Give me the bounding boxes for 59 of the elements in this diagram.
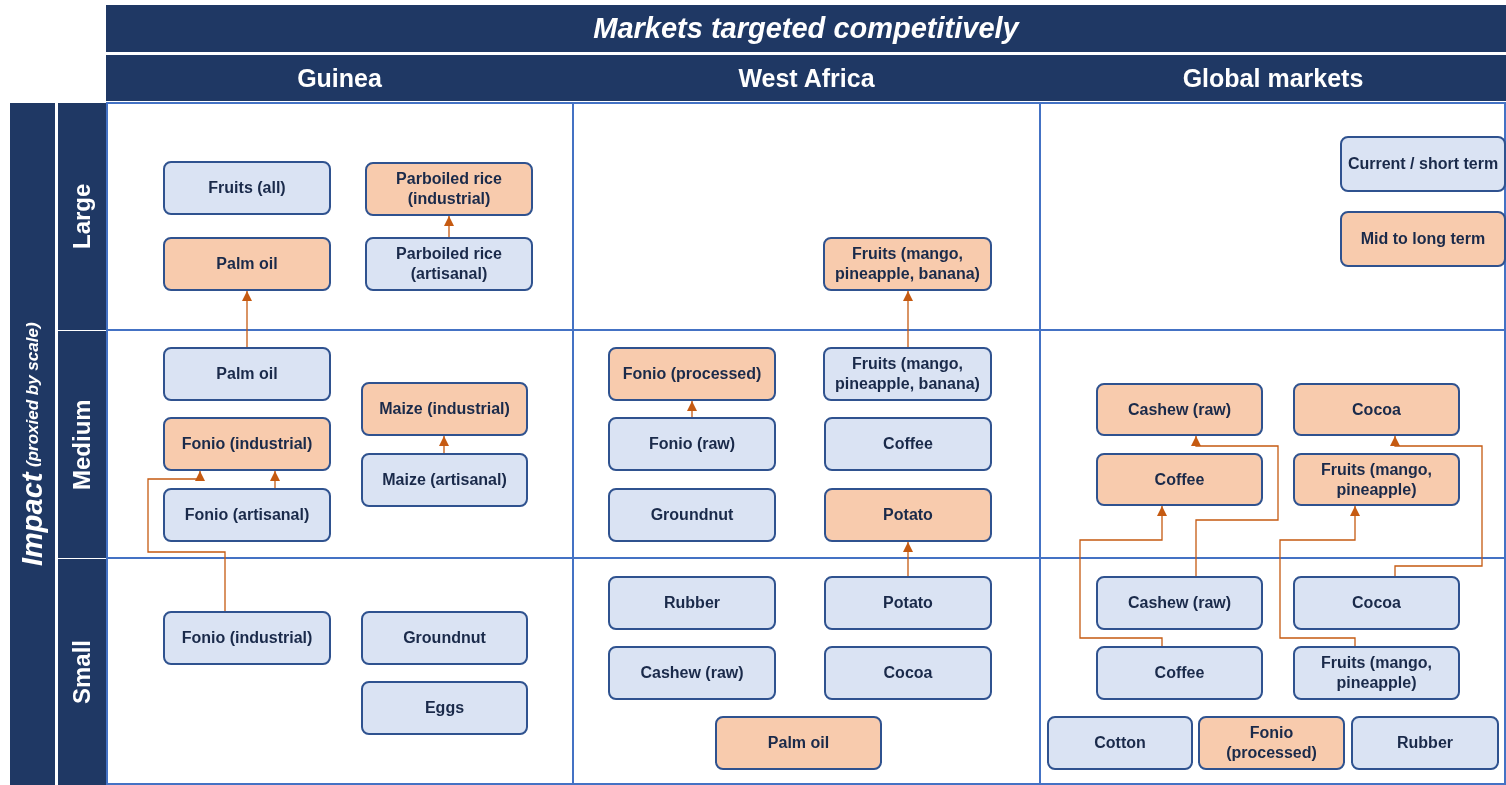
commodity-box: Coffee	[1096, 646, 1263, 700]
commodity-box: Fruits (mango, pineapple, banana)	[823, 347, 992, 401]
commodity-box: Cotton	[1047, 716, 1193, 770]
legend-label: Current / short term	[1347, 154, 1499, 174]
commodity-box: Fruits (mango, pineapple, banana)	[823, 237, 992, 291]
commodity-box: Fonio (industrial)	[163, 611, 331, 665]
arrow	[1079, 505, 1167, 647]
commodity-box: Fonio (processed)	[608, 347, 776, 401]
column-header: Guinea	[106, 55, 573, 101]
column-header: Global markets	[1040, 55, 1506, 101]
commodity-box: Coffee	[1096, 453, 1263, 506]
commodity-box: Eggs	[361, 681, 528, 735]
header-band: Markets targeted competitively	[106, 5, 1506, 52]
commodity-box: Palm oil	[163, 237, 331, 291]
commodity-box: Fonio (processed)	[1198, 716, 1345, 770]
commodity-box: Cashew (raw)	[1096, 576, 1263, 630]
arrow	[1390, 435, 1483, 577]
arrow	[1191, 435, 1279, 577]
commodity-box: Fonio (industrial)	[163, 417, 331, 471]
commodity-box: Rubber	[608, 576, 776, 630]
commodity-box: Cocoa	[824, 646, 992, 700]
arrow	[903, 290, 913, 348]
commodity-box: Maize (industrial)	[361, 382, 528, 436]
commodity-box: Parboiled rice (industrial)	[365, 162, 533, 216]
arrow	[687, 400, 697, 418]
commodity-box: Cashew (raw)	[608, 646, 776, 700]
legend-label: Mid to long term	[1360, 229, 1486, 249]
commodity-box: Parboiled rice (artisanal)	[365, 237, 533, 291]
commodity-box: Palm oil	[163, 347, 331, 401]
commodity-box: Potato	[824, 488, 992, 542]
arrow	[147, 470, 226, 612]
commodity-box: Groundnut	[361, 611, 528, 665]
arrow	[439, 435, 449, 454]
commodity-box: Maize (artisanal)	[361, 453, 528, 507]
arrow	[1279, 505, 1360, 647]
commodity-box: Fonio (artisanal)	[163, 488, 331, 542]
arrow	[444, 215, 454, 238]
arrow	[242, 290, 252, 348]
commodity-box: Fruits (all)	[163, 161, 331, 215]
commodity-box: Potato	[824, 576, 992, 630]
row-header: Small	[58, 559, 106, 785]
commodity-box: Fruits (mango, pineapple)	[1293, 453, 1460, 506]
row-header: Medium	[58, 331, 106, 558]
axis-subtitle: (proxied by scale)	[22, 322, 43, 467]
commodity-box: Fonio (raw)	[608, 417, 776, 471]
commodity-box: Rubber	[1351, 716, 1499, 770]
commodity-box: Fruits (mango, pineapple)	[1293, 646, 1460, 700]
commodity-box: Cashew (raw)	[1096, 383, 1263, 436]
axis-header-band	[10, 103, 55, 785]
column-header: West Africa	[573, 55, 1040, 101]
axis-title: Impact	[16, 472, 49, 567]
commodity-box: Coffee	[824, 417, 992, 471]
row-header: Large	[58, 103, 106, 330]
commodity-box: Cocoa	[1293, 383, 1460, 436]
arrow	[270, 470, 280, 489]
commodity-box: Palm oil	[715, 716, 882, 770]
arrow	[903, 541, 913, 577]
commodity-box: Cocoa	[1293, 576, 1460, 630]
commodity-box: Groundnut	[608, 488, 776, 542]
